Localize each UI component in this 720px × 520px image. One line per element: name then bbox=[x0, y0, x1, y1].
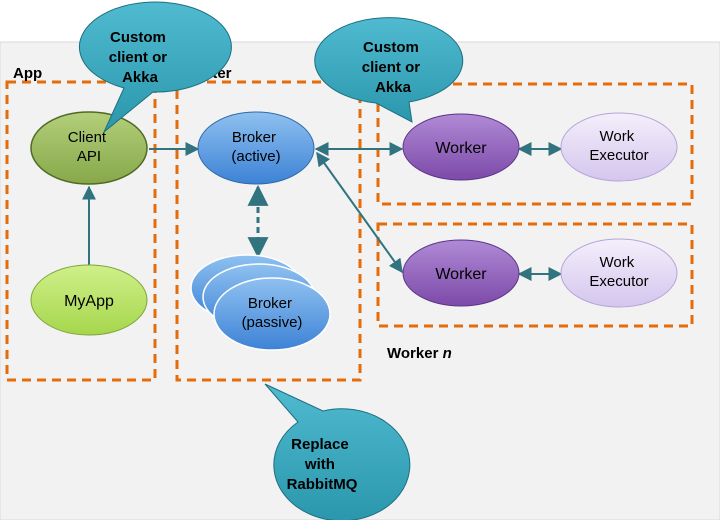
callout-broker-line-3: RabbitMQ bbox=[287, 476, 358, 493]
callout-broker: Replace with RabbitMQ bbox=[264, 383, 411, 520]
svg-text:Work Executor: Work Executor bbox=[589, 128, 648, 164]
worker-n-group-label: Worker n bbox=[387, 345, 452, 362]
callout-client: Custom client or Akka bbox=[78, 1, 232, 133]
worker-n-label-suffix: n bbox=[443, 345, 452, 362]
app-group-label: App bbox=[13, 65, 42, 82]
callout-broker-bubble bbox=[264, 383, 411, 520]
callout-client-line-1: Custom bbox=[110, 29, 166, 46]
executor-1-label-1: Work bbox=[600, 128, 635, 145]
worker-2-label: Worker bbox=[435, 266, 487, 283]
executor-2-label-2: Executor bbox=[589, 273, 648, 290]
worker-group-box-n bbox=[376, 222, 694, 328]
broker-passive-label-2: (passive) bbox=[242, 314, 303, 331]
worker-n-label-prefix: Worker bbox=[387, 345, 443, 362]
callout-broker-line-2: with bbox=[304, 456, 335, 473]
callout-worker-line-2: client or bbox=[362, 59, 421, 76]
broker-active-label-1: Broker bbox=[232, 129, 276, 146]
connectors bbox=[82, 142, 563, 281]
svg-text:Broker (passive): Broker (passive) bbox=[242, 295, 303, 331]
worker-node-1: Worker bbox=[402, 113, 520, 181]
client-api-node: Client API bbox=[30, 111, 148, 185]
arrow-broker-worker-2 bbox=[316, 151, 403, 274]
callout-worker-line-3: Akka bbox=[375, 79, 412, 96]
executor-1-label-2: Executor bbox=[589, 147, 648, 164]
work-executor-node-1: Work Executor bbox=[560, 112, 678, 182]
client-api-label-2: API bbox=[77, 148, 101, 165]
broker-passive-node bbox=[213, 277, 331, 351]
broker-active-label-2: (active) bbox=[231, 148, 280, 165]
svg-text:Work Executor: Work Executor bbox=[589, 254, 648, 290]
callout-worker-line-1: Custom bbox=[363, 39, 419, 56]
callout-worker: Custom client or Akka bbox=[314, 17, 464, 123]
callout-client-bubble bbox=[78, 1, 232, 133]
callout-client-line-2: client or bbox=[109, 49, 168, 66]
svg-text:Replace with Rabbi: Replace with RabbitMQ bbox=[287, 436, 358, 493]
app-group-box bbox=[5, 80, 157, 382]
svg-text:Client API: Client API bbox=[68, 129, 111, 165]
callout-client-line-3: Akka bbox=[122, 69, 159, 86]
myapp-node: MyApp bbox=[30, 264, 148, 336]
svg-text:Custom client or A: Custom client or Akka bbox=[362, 39, 425, 96]
callout-broker-line-1: Replace bbox=[291, 436, 349, 453]
worker-group-box-1 bbox=[376, 82, 694, 206]
work-executor-node-2: Work Executor bbox=[560, 238, 678, 308]
broker-passive-label-1: Broker bbox=[248, 295, 292, 312]
broker-passive-stack: Broker (passive) bbox=[190, 254, 331, 351]
worker-node-2: Worker bbox=[402, 239, 520, 307]
callout-worker-bubble bbox=[314, 17, 464, 123]
myapp-label: MyApp bbox=[64, 293, 114, 310]
client-api-label-1: Client bbox=[68, 129, 107, 146]
svg-text:Broker (active): Broker (active) bbox=[231, 129, 280, 165]
svg-text:Custom client or A: Custom client or Akka bbox=[109, 29, 172, 86]
worker-1-label: Worker bbox=[435, 140, 487, 157]
executor-2-label-1: Work bbox=[600, 254, 635, 271]
broker-active-node: Broker (active) bbox=[197, 111, 315, 185]
